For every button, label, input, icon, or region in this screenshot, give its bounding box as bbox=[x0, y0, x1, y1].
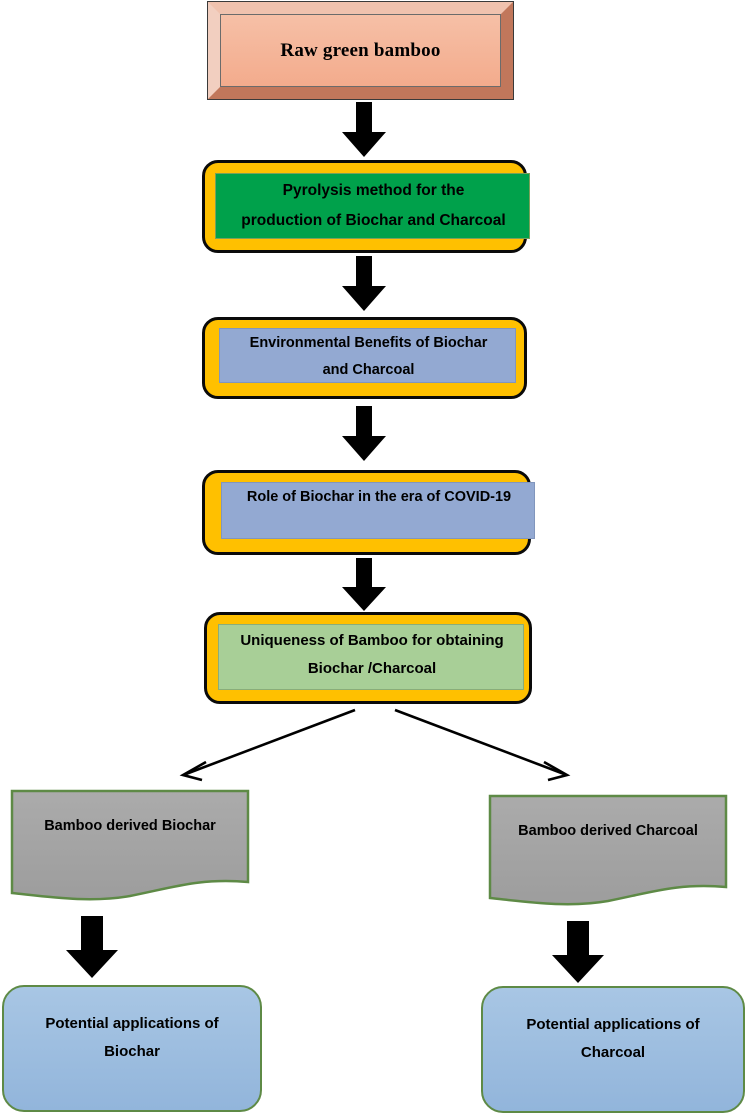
node-covid-role-line1: Role of Biochar in the era of COVID-19 bbox=[246, 488, 512, 505]
node-raw-green-bamboo: Raw green bamboo bbox=[207, 1, 514, 100]
node-covid-role-panel: Role of Biochar in the era of COVID-19 bbox=[221, 482, 535, 539]
node-potential-applications-biochar-line1: Potential applications of bbox=[45, 1015, 219, 1033]
node-pyrolysis-panel: Pyrolysis method for the production of B… bbox=[215, 173, 530, 239]
node-potential-applications-biochar-line2: Biochar bbox=[104, 1043, 160, 1061]
node-pyrolysis: Pyrolysis method for the production of B… bbox=[202, 160, 530, 253]
arrow-biochar-to-apps bbox=[66, 916, 118, 978]
node-environmental-benefits: Environmental Benefits of Biochar and Ch… bbox=[202, 317, 527, 399]
node-uniqueness-line1: Uniqueness of Bamboo for obtaining bbox=[240, 631, 504, 649]
node-environmental-benefits-line1: Environmental Benefits of Biochar bbox=[249, 334, 488, 351]
node-potential-applications-charcoal: Potential applications of Charcoal bbox=[481, 986, 745, 1113]
node-bamboo-derived-biochar bbox=[10, 789, 250, 901]
arrow-pyrolysis-to-env bbox=[342, 256, 386, 311]
node-raw-green-bamboo-label: Raw green bamboo bbox=[280, 39, 441, 61]
node-bamboo-derived-charcoal bbox=[488, 794, 728, 906]
arrow-charcoal-to-apps bbox=[552, 921, 604, 983]
node-covid-role: Role of Biochar in the era of COVID-19 bbox=[202, 470, 535, 555]
arrow-covid-to-uniqueness bbox=[342, 558, 386, 611]
node-potential-applications-charcoal-line2: Charcoal bbox=[580, 1044, 646, 1062]
node-pyrolysis-line2: production of Biochar and Charcoal bbox=[241, 211, 506, 229]
arrow-uniqueness-to-charcoal bbox=[394, 708, 571, 782]
arrow-env-to-covid bbox=[342, 406, 386, 461]
arrow-uniqueness-to-biochar bbox=[179, 708, 356, 782]
node-uniqueness: Uniqueness of Bamboo for obtaining Bioch… bbox=[204, 612, 532, 704]
node-uniqueness-panel: Uniqueness of Bamboo for obtaining Bioch… bbox=[218, 624, 524, 690]
node-potential-applications-charcoal-line1: Potential applications of bbox=[526, 1016, 700, 1034]
node-potential-applications-biochar: Potential applications of Biochar bbox=[2, 985, 262, 1112]
node-uniqueness-line2: Biochar /Charcoal bbox=[307, 659, 437, 677]
node-pyrolysis-line1: Pyrolysis method for the bbox=[282, 181, 465, 199]
node-environmental-benefits-line2: and Charcoal bbox=[322, 361, 415, 378]
node-environmental-benefits-panel: Environmental Benefits of Biochar and Ch… bbox=[219, 328, 516, 383]
arrow-raw-to-pyrolysis bbox=[342, 102, 386, 157]
node-bamboo-derived-charcoal-label: Bamboo derived Charcoal bbox=[518, 822, 698, 839]
node-bamboo-derived-biochar-label: Bamboo derived Biochar bbox=[44, 817, 216, 834]
